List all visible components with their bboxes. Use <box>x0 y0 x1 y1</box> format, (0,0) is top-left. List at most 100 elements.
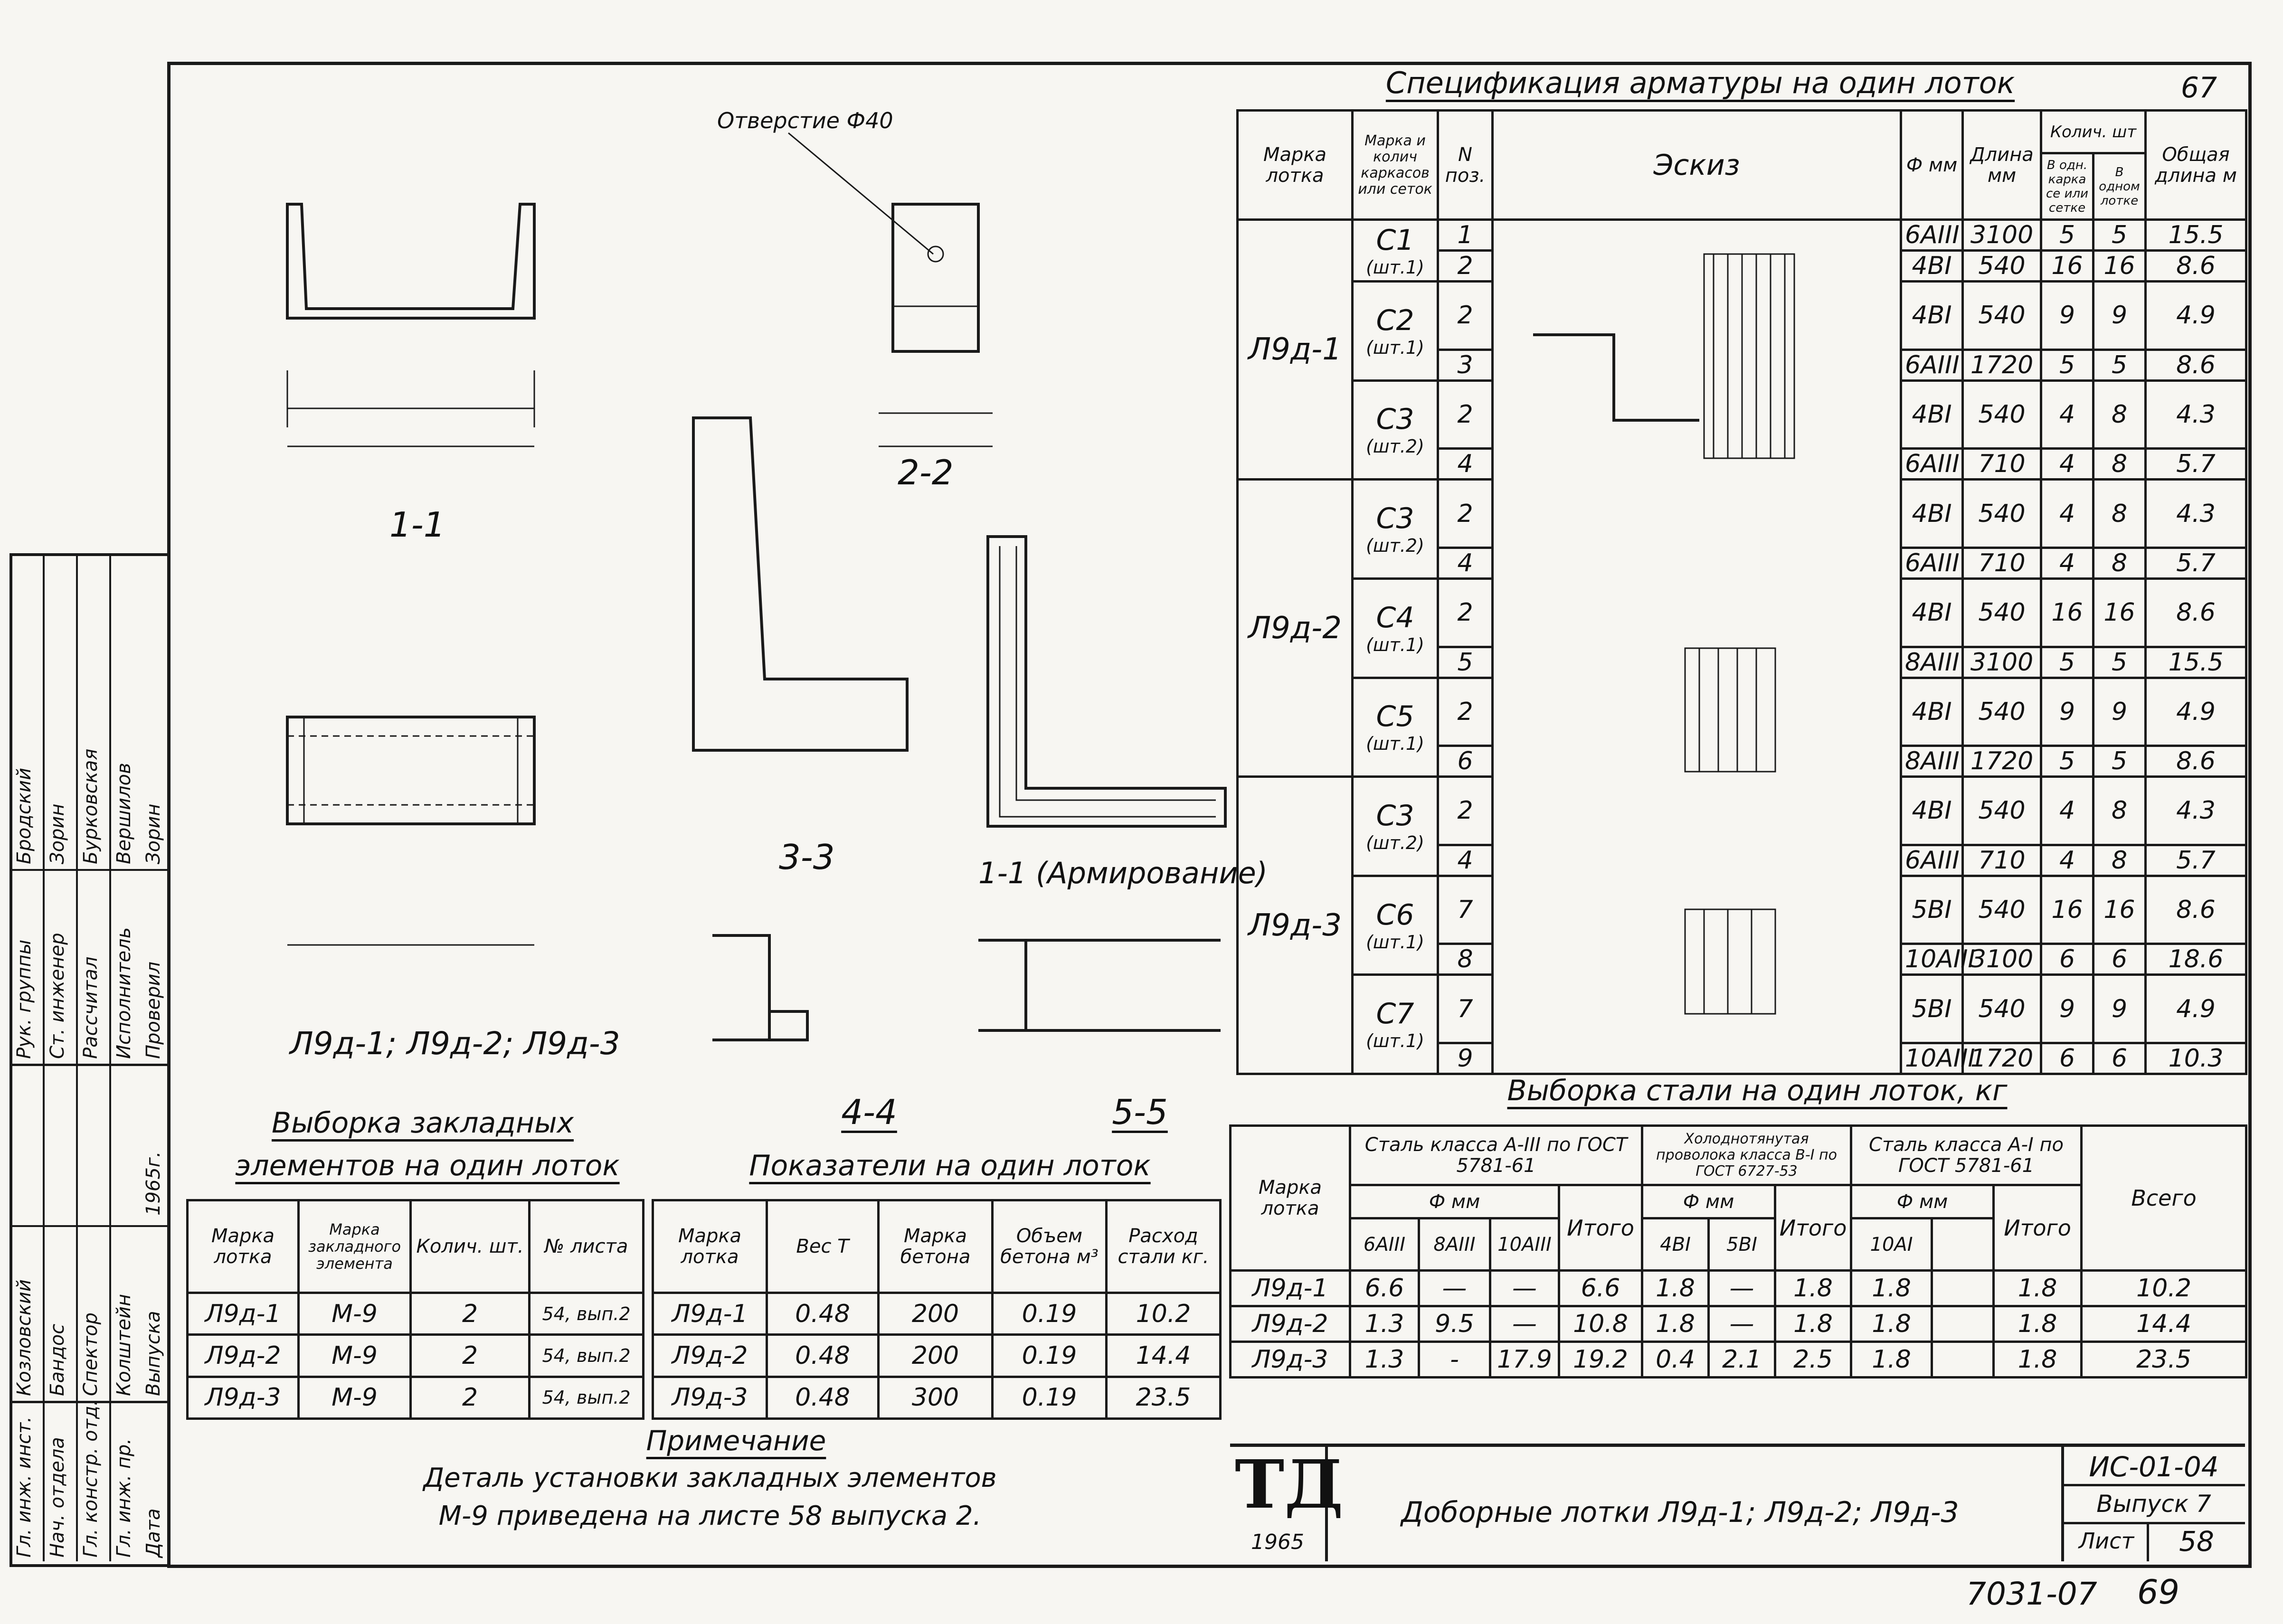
rebar-len: 540 <box>1961 577 2042 648</box>
embedded-row: Л9д-3 М-9 2 54, вып.2 <box>186 1375 644 1420</box>
rebar-head-total: Общая длина м <box>2144 109 2248 221</box>
rebar-total: 18.6 <box>2144 943 2248 976</box>
rebar-pos: 2 <box>1437 280 1494 351</box>
embedded-table: Марка лотка Марка закладного элемента Ко… <box>186 1199 644 1420</box>
frame-count: (шт.2) <box>1366 535 1424 557</box>
rebar-dia: 6AIII <box>1900 348 1964 382</box>
rebar-dia: 4BI <box>1900 249 1964 283</box>
section-5-5-outline <box>978 939 1221 1032</box>
rebar-qt: 16 <box>2092 577 2147 648</box>
frame-name: С2 <box>1376 303 1414 337</box>
rebar-len: 540 <box>1961 249 2042 283</box>
stamp-divider-v3 <box>109 553 111 1561</box>
ind-cell: 0.48 <box>766 1291 880 1336</box>
stamp-role: Гл. инж. инст. <box>13 1416 35 1558</box>
rebar-total: 4.9 <box>2144 973 2248 1044</box>
steel-head-c11: Всего <box>2080 1124 2248 1272</box>
rebar-frame: С6(шт.1) <box>1351 874 1439 976</box>
steel-row: Л9д-1 6.6 — — 6.6 1.8 — 1.8 1.8 1.8 10.2 <box>1229 1269 2248 1307</box>
rebar-head-qty-tray: В одном лотке <box>2092 152 2147 221</box>
stamp-role: Гл. констр. отд. <box>80 1399 102 1558</box>
stamp-name-2: Зорин <box>47 803 68 864</box>
section-3-3-outline <box>692 416 909 752</box>
stamp-name: Козловский <box>13 1279 35 1396</box>
frame-name: С4 <box>1376 601 1414 634</box>
rebar-qt: 5 <box>2092 348 2147 382</box>
ind-cell: 10.2 <box>1105 1291 1222 1336</box>
steel-head-c5: 4BI <box>1641 1217 1710 1272</box>
steel-head-fmm3: Ф мм <box>1850 1184 1995 1219</box>
stamp-name: Спектор <box>80 1312 102 1396</box>
rebar-total: 8.6 <box>2144 874 2248 945</box>
rebar-row: Л9д-2 С3(шт.2) 2 4BI 540 4 8 4.3 <box>1236 478 2248 778</box>
steel-cell: — <box>1418 1269 1491 1307</box>
steel-cell: 6.6 <box>1557 1269 1644 1307</box>
rebar-dia: 6AIII <box>1900 218 1964 252</box>
emb-cell: 54, вып.2 <box>528 1375 644 1420</box>
steel-cell: — <box>1707 1305 1777 1343</box>
steel-cell: 1.8 <box>1850 1305 1933 1343</box>
rebar-total: 15.5 <box>2144 218 2248 252</box>
rebar-row: С3(шт.2) 2 4BI 540 4 8 4.3 <box>1238 379 2248 481</box>
steel-cell: 0.4 <box>1641 1341 1710 1379</box>
rebar-frame: С5(шт.1) <box>1351 676 1439 778</box>
frame-count: (шт.1) <box>1366 1030 1424 1052</box>
rebar-frame: С4(шт.1) <box>1351 577 1439 679</box>
rebar-pos: 7 <box>1437 973 1494 1044</box>
rebar-len: 540 <box>1961 379 2042 450</box>
emb-cell: 54, вып.2 <box>528 1333 644 1378</box>
rebar-dia: 4BI <box>1900 379 1964 450</box>
steel-cell: 1.8 <box>1774 1305 1853 1343</box>
rebar-dia: 6AIII <box>1900 546 1964 580</box>
ind-head-steel: Расход стали кг. <box>1105 1199 1222 1294</box>
rebar-len: 710 <box>1961 546 2042 580</box>
ind-cell: Л9д-2 <box>652 1333 768 1378</box>
label-3-3: 3-3 <box>779 837 835 877</box>
rebar-row: 6 8AIII 1720 5 5 8.6 <box>1238 745 2248 778</box>
label-plan: Л9д-1; Л9д-2; Л9д-3 <box>289 1025 620 1062</box>
title-block <box>1230 1444 2245 1565</box>
stamp-role-2: Рассчитал <box>80 956 102 1059</box>
steel-head-fmm2: Ф мм <box>1641 1184 1777 1219</box>
section-1-1-reinforcement-outline <box>986 535 1227 828</box>
rebar-qf: 4 <box>2040 447 2094 481</box>
rebar-pos: 4 <box>1437 447 1494 481</box>
stamp-name-2: Бурковская <box>80 748 102 864</box>
note-line-2: М-9 приведена на листе 58 выпуска 2. <box>438 1501 982 1531</box>
rebar-row: 2 4BI 540 16 16 8.6 <box>1238 249 2248 283</box>
stamp-divider-v2 <box>76 553 78 1561</box>
rebar-total: 8.6 <box>2144 745 2248 778</box>
steel-cell: 1.8 <box>1850 1269 1933 1307</box>
rebar-row: 3 6AIII 1720 5 5 8.6 <box>1238 348 2248 382</box>
steel-cell: 1.8 <box>1992 1269 2083 1307</box>
rebar-qf: 4 <box>2040 843 2094 877</box>
section-2-2-outline <box>879 203 993 447</box>
frame-name: С3 <box>1376 799 1414 832</box>
frame-count: (шт.1) <box>1366 256 1424 278</box>
rebar-total: 4.3 <box>2144 379 2248 450</box>
rebar-qt: 8 <box>2092 775 2147 846</box>
rebar-qf: 5 <box>2040 348 2094 382</box>
steel-head-g2: Холоднотянутая проволока класса В-I по Г… <box>1641 1124 1853 1186</box>
rebar-pos: 6 <box>1437 745 1494 778</box>
section-4-4-outline <box>712 934 809 1041</box>
rebar-len: 710 <box>1961 447 2042 481</box>
sheet-number: 58 <box>2179 1525 2214 1558</box>
rebar-total: 5.7 <box>2144 447 2248 481</box>
rebar-row: С2(шт.1) 2 4BI 540 9 9 4.9 <box>1238 280 2248 382</box>
rebar-spec-table: Марка лотка Марка и колич каркасов или с… <box>1236 109 2248 1075</box>
stamp-name: Выпуска <box>142 1311 164 1396</box>
rebar-pos: 4 <box>1437 546 1494 580</box>
frame-name: С3 <box>1376 403 1414 436</box>
rebar-row: 4 6AIII 710 4 8 5.7 <box>1238 843 2248 877</box>
stamp-name: Колштейн <box>113 1294 135 1396</box>
steel-cell: Л9д-3 <box>1229 1341 1351 1379</box>
rebar-qt: 5 <box>2092 218 2147 252</box>
steel-head-g1: Сталь класса А-III по ГОСТ 5781-61 <box>1348 1124 1644 1186</box>
steel-head-c10: Итого <box>1992 1184 2083 1272</box>
ind-cell: Л9д-1 <box>652 1291 768 1336</box>
steel-cell: 6.6 <box>1349 1269 1420 1307</box>
steel-row: Л9д-3 1.3 - 17.9 19.2 0.4 2.1 2.5 1.8 1.… <box>1229 1341 2248 1379</box>
steel-head-c6: 5BI <box>1707 1217 1777 1272</box>
